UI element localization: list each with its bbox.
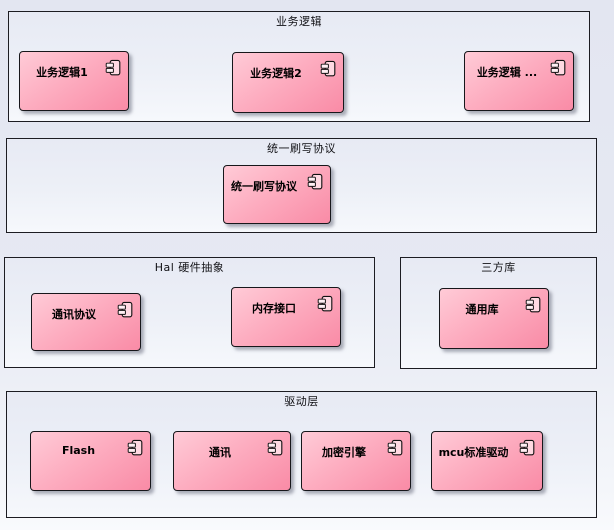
uml-component-icon: [127, 439, 143, 456]
component-label: 业务逻辑2: [250, 67, 302, 80]
uml-component-icon: [550, 59, 566, 76]
component-mcu-standard-driver[interactable]: mcu标准驱动: [431, 431, 543, 491]
component-memory-interface[interactable]: 内存接口: [231, 287, 341, 347]
component-crypto-engine[interactable]: 加密引擎: [301, 431, 411, 491]
uml-component-icon: [320, 60, 336, 77]
component-business-logic-2[interactable]: 业务逻辑2: [232, 52, 344, 113]
component-label: Flash: [61, 444, 96, 457]
package-frame-third-party[interactable]: 三方库 通用库: [400, 257, 597, 369]
component-label: 通讯协议: [52, 308, 96, 321]
component-business-logic-1[interactable]: 业务逻辑1: [19, 51, 129, 111]
frame-title: 业务逻辑: [276, 15, 322, 28]
uml-component-icon: [525, 296, 541, 313]
frame-title: 驱动层: [284, 395, 319, 408]
component-flash-protocol[interactable]: 统一刷写协议: [223, 165, 331, 224]
component-label: 加密引擎: [322, 446, 366, 459]
frame-title: Hal 硬件抽象: [154, 261, 225, 274]
package-frame-flash-protocol[interactable]: 统一刷写协议 统一刷写协议: [6, 138, 597, 233]
package-frame-driver-layer[interactable]: 驱动层 Flash 通讯 加密引擎 mcu标准驱动: [6, 391, 597, 518]
uml-component-icon: [105, 59, 121, 76]
package-frame-hal[interactable]: Hal 硬件抽象 通讯协议 内存接口: [4, 257, 375, 368]
component-common-library[interactable]: 通用库: [439, 288, 549, 349]
uml-component-icon: [117, 301, 133, 318]
frame-title: 三方库: [481, 261, 516, 274]
package-frame-business-logic[interactable]: 业务逻辑 业务逻辑1 业务逻辑2 业务逻辑 ...: [8, 11, 590, 122]
component-label: 内存接口: [252, 302, 296, 315]
uml-component-icon: [317, 295, 333, 312]
uml-component-icon: [519, 439, 535, 456]
frame-title: 统一刷写协议: [267, 142, 336, 155]
component-flash-driver[interactable]: Flash: [30, 431, 151, 491]
uml-component-icon: [387, 439, 403, 456]
uml-component-icon: [307, 173, 323, 190]
component-comm-protocol[interactable]: 通讯协议: [31, 293, 141, 351]
component-label: 通讯: [209, 446, 231, 459]
component-comm-driver[interactable]: 通讯: [173, 431, 291, 491]
component-label: 业务逻辑 ...: [476, 66, 538, 79]
component-label: mcu标准驱动: [438, 446, 509, 459]
component-label: 统一刷写协议: [231, 180, 297, 193]
component-business-logic-more[interactable]: 业务逻辑 ...: [464, 51, 574, 111]
component-label: 通用库: [465, 303, 499, 316]
uml-component-icon: [267, 439, 283, 456]
component-label: 业务逻辑1: [36, 66, 88, 79]
